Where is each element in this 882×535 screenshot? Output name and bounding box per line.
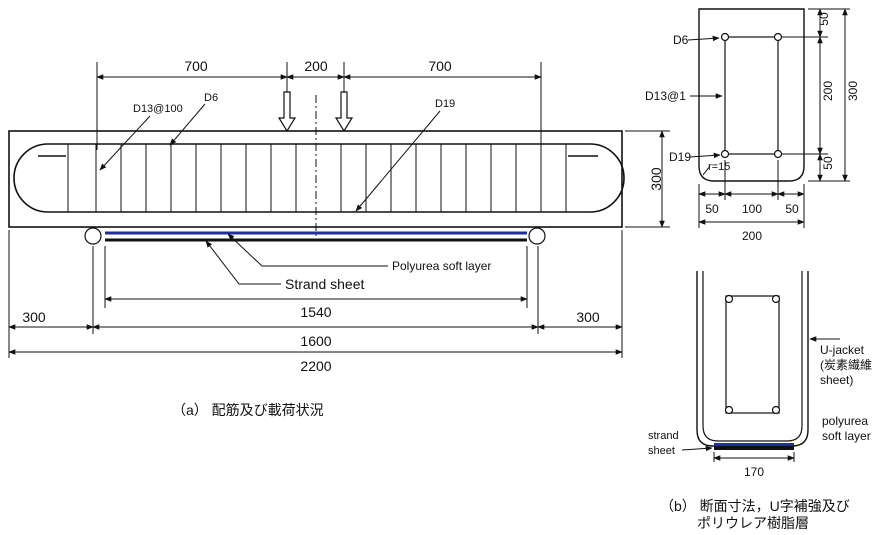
section-bars [720,32,783,159]
ujacket-section: U-jacket (炭素繊維 sheet) polyurea soft laye… [648,271,872,531]
caption-b-line1: （b） 断面寸法，U字補強及び [660,498,850,514]
polyurea-label-1: polyurea [822,414,868,428]
load-arrow-left [277,91,297,133]
concrete-inner [702,271,803,442]
section-dim-w200: 200 [742,229,762,243]
label-strand-sheet: Strand sheet [285,276,364,292]
dim-strand-1540: 1540 [300,304,331,320]
beam-outline [8,130,623,228]
polyurea-label-2: soft layer [822,429,871,443]
beam-height-dim [625,130,670,228]
caption-b-line2: ポリウレア樹脂層 [697,515,809,531]
dim-mid-200: 200 [304,58,328,74]
ujacket-stirrup [725,295,780,414]
ujacket-strand-band [714,446,794,450]
section-label-radius: r=15 [708,161,730,173]
strand-label-2: sheet [648,445,675,457]
dim-left-300: 300 [22,309,46,325]
caption-a: （a） 配筋及び載荷状況 [172,402,324,418]
label-top-bar-d6: D6 [204,92,218,104]
section-label-d13: D13@1 [645,89,686,103]
section-horizontal-dims [698,160,805,228]
section-leaders [687,35,723,176]
support-left [84,227,102,245]
section-dim-h300: 300 [846,81,860,101]
beam-elevation: 700 200 700 [8,58,670,418]
section-dim-h50-bot: 50 [821,156,835,170]
stirrups [67,144,567,212]
ujacket-polyurea-band [714,443,794,446]
section-label-d19: D19 [669,150,691,164]
leader-lines-beam [99,103,441,212]
top-dimension-chain [96,62,542,150]
section-dim-h50-top: 50 [817,12,831,26]
ujacket-label-3: sheet) [820,373,853,387]
bottom-dimension-chains [8,230,623,358]
ujacket-dim-170: 170 [744,465,764,479]
dim-height-300: 300 [648,167,664,191]
section-label-d6: D6 [673,33,689,47]
dim-left-700: 700 [184,58,208,74]
strand-leader [681,445,713,452]
dim-right-700: 700 [428,58,452,74]
ujacket-label-1: U-jacket [820,343,865,357]
dim-total-2200: 2200 [300,358,331,374]
label-stirrup-d13: D13@100 [133,103,183,115]
cross-section: D6 D13@1 D19 r=15 50 200 50 300 [645,8,860,243]
label-bottom-bar-d19: D19 [435,98,455,110]
reinforcement-cage [13,143,625,213]
label-polyurea-layer: Polyurea soft layer [392,259,491,273]
ujacket-bars [724,294,781,415]
load-arrow-right [334,91,354,133]
ujacket-label-2: (炭素繊維 [820,358,872,372]
section-dim-w50-left: 50 [705,202,719,216]
support-right [528,227,546,245]
ujacket-width-dim [713,452,795,462]
section-vertical-dims [782,8,850,182]
section-stirrup [724,36,779,155]
section-dim-h200: 200 [821,81,835,101]
section-outline [698,8,805,182]
layer-leaders [205,233,388,285]
ujacket-outer [696,271,809,447]
strand-label-1: strand [648,430,679,442]
dim-span-1600: 1600 [300,333,331,349]
section-dim-w50-right: 50 [785,202,799,216]
dim-right-300: 300 [576,309,600,325]
section-dim-w100: 100 [742,202,762,216]
